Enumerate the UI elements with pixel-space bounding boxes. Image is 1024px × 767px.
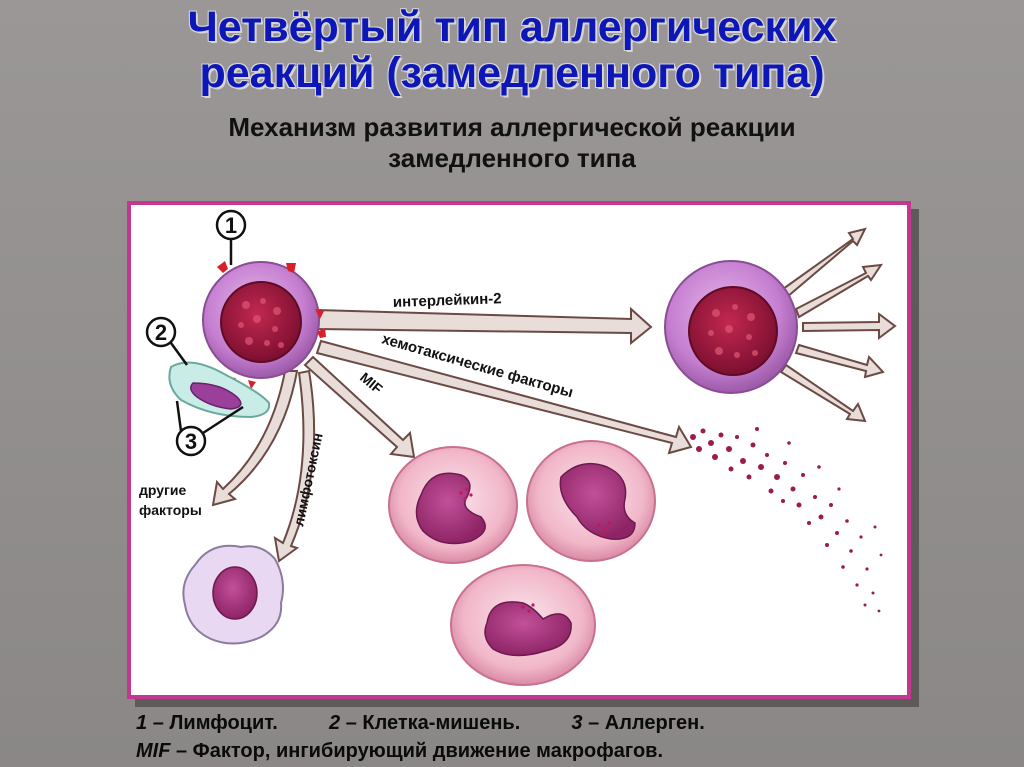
arrow-out-3 xyxy=(802,312,897,340)
legend: 1 – Лимфоцит. 2 – Клетка-мишень. 3 – Алл… xyxy=(136,709,996,765)
marker-3: 3 xyxy=(175,400,244,457)
title-line-1: Четвёртый тип аллергических xyxy=(187,3,837,51)
legend-number-1: 1 xyxy=(136,712,148,734)
svg-text:2: 2 xyxy=(155,320,167,345)
legend-mif-abbr: MIF xyxy=(136,740,171,762)
title-line-2: реакций (замедленного типа) xyxy=(199,49,825,97)
legend-line-2: MIF – Фактор, ингибирующий движение макр… xyxy=(136,737,996,765)
marker-1: 1 xyxy=(215,209,247,265)
macrophage-2 xyxy=(526,440,656,562)
arrow-out-1 xyxy=(781,227,867,299)
marker-2: 2 xyxy=(145,316,189,366)
mechanism-diagram: 1 2 3 xyxy=(139,209,897,686)
label-mif: MIF xyxy=(357,369,386,397)
activated-lymphocyte xyxy=(664,260,798,394)
svg-text:1: 1 xyxy=(225,213,237,238)
label-other-factors-2: факторы xyxy=(139,502,202,518)
label-lymphotoxin: лимфотоксин xyxy=(290,432,325,528)
legend-lymphocyte: – Лимфоцит. xyxy=(152,712,278,734)
legend-number-2: 2 xyxy=(329,712,341,734)
legend-line-1: 1 – Лимфоцит. 2 – Клетка-мишень. 3 – Алл… xyxy=(136,709,996,737)
arrow-out-2 xyxy=(794,263,884,319)
arrow-out-4 xyxy=(794,343,885,379)
lymphocyte xyxy=(202,261,326,389)
arrow-other-factors xyxy=(211,370,299,507)
damaged-target-cell xyxy=(182,544,284,645)
subtitle-line-2: замедленного типа xyxy=(388,143,636,173)
arrow-mif xyxy=(303,355,416,459)
legend-allergen: – Аллерген. xyxy=(588,712,705,734)
target-cell xyxy=(168,361,271,419)
legend-target-cell: – Клетка-мишень. xyxy=(345,712,521,734)
label-other-factors-1: другие xyxy=(139,482,186,498)
subtitle-line-1: Механизм развития аллергической реакции xyxy=(228,112,796,142)
slide-subtitle: Механизм развития аллергической реакции … xyxy=(0,112,1024,174)
legend-mif-text: – Фактор, ингибирующий движение макрофаг… xyxy=(176,740,664,762)
arrows xyxy=(211,227,897,563)
arrow-out-5 xyxy=(779,363,867,423)
arrow-interleukin xyxy=(316,306,653,346)
macrophage-3 xyxy=(450,564,596,686)
legend-number-3: 3 xyxy=(571,712,583,734)
macrophage-1 xyxy=(388,446,518,564)
arrow-lymphotoxin xyxy=(273,369,316,563)
diagram-panel: 1 2 3 xyxy=(127,201,911,699)
arrow-chemotactic xyxy=(315,339,693,455)
chemotactic-particles xyxy=(690,427,883,613)
label-interleukin: интерлейкин-2 xyxy=(393,290,502,311)
svg-text:3: 3 xyxy=(185,429,197,454)
slide-title: Четвёртый тип аллергических реакций (зам… xyxy=(0,4,1024,96)
